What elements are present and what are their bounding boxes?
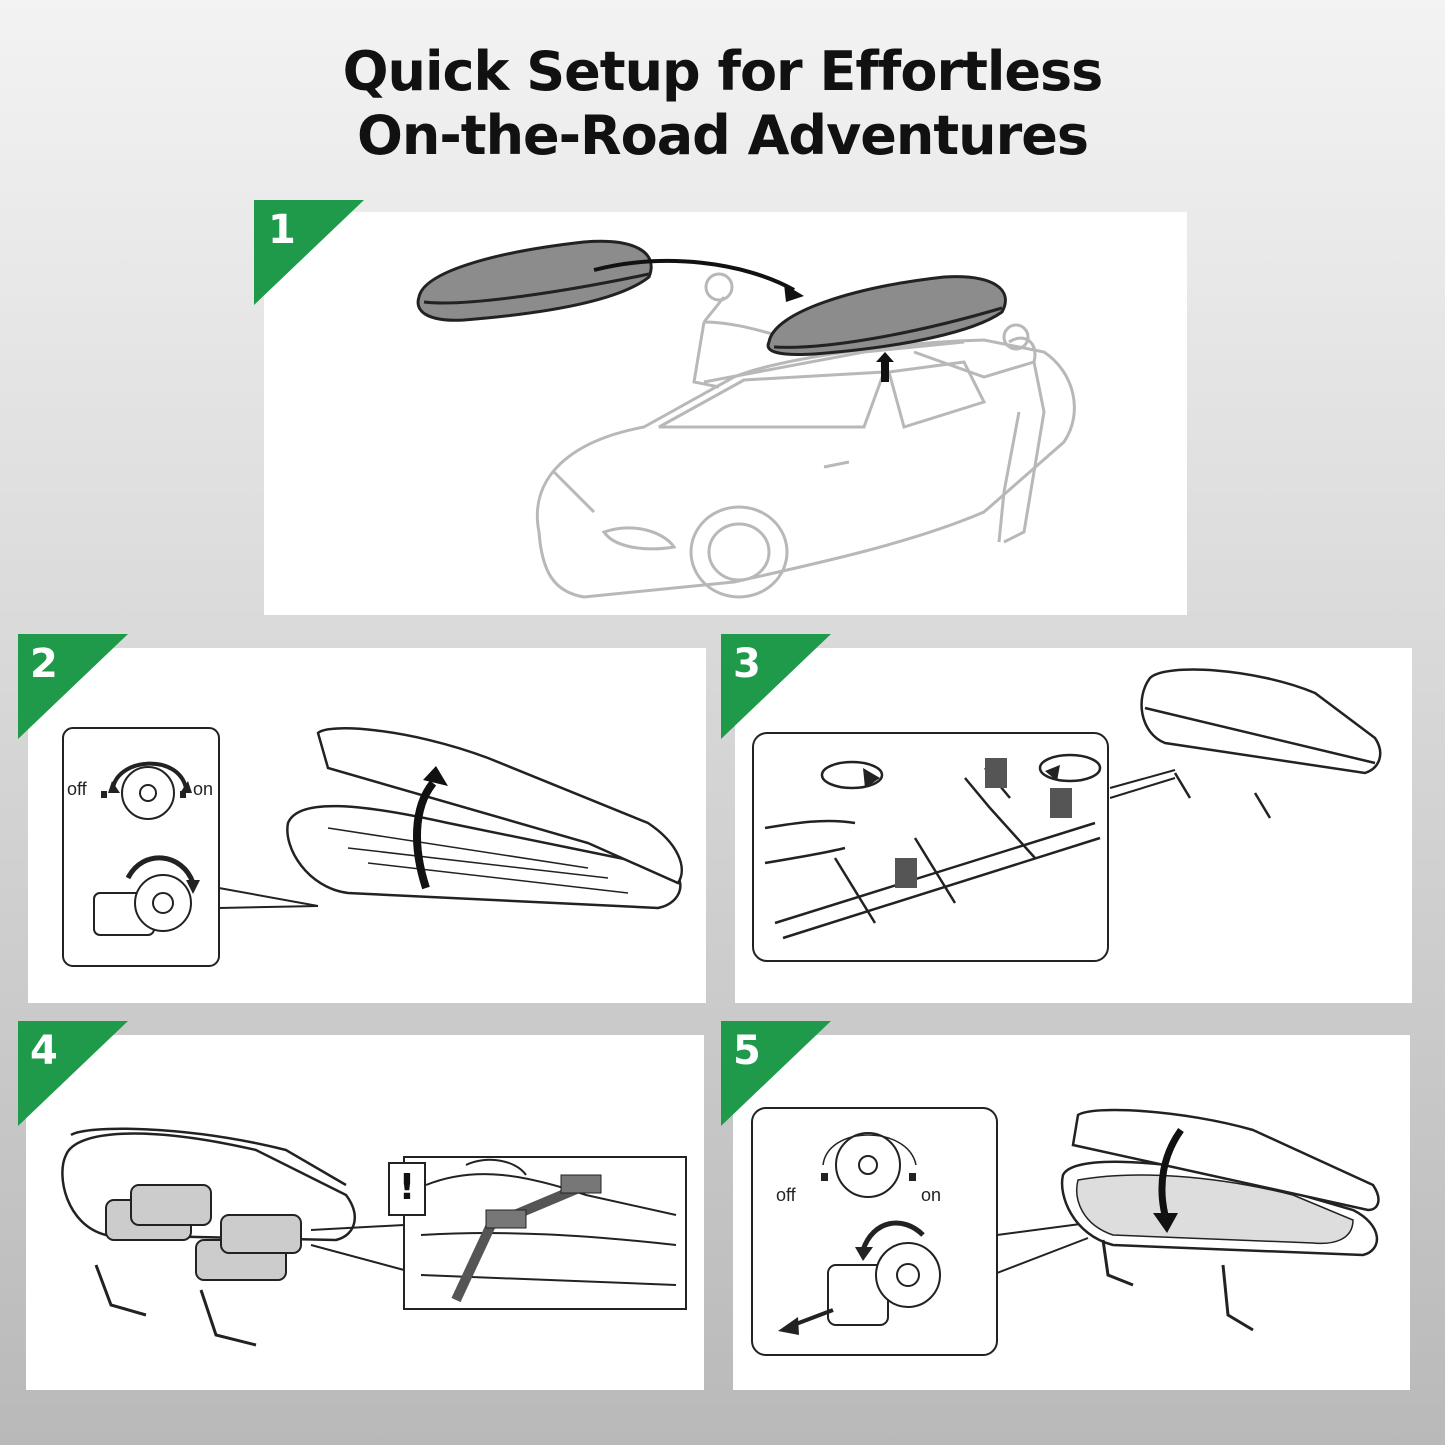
lock-on-label: on (921, 1185, 942, 1205)
lock-off-label: off (67, 779, 87, 799)
step-3-badge: 3 (721, 634, 831, 739)
step-2-illustration (62, 727, 683, 967)
step-5-illustration (751, 1107, 1380, 1356)
step-4-panel: ! (26, 1035, 704, 1390)
title-line-2: On-the-Road Adventures (357, 104, 1089, 167)
step-2-number: 2 (30, 641, 58, 687)
step-1-panel (264, 212, 1187, 615)
roof-box-right (766, 275, 1007, 356)
page-title: Quick Setup for Effortless On-the-Road A… (0, 40, 1445, 168)
lock-off-label: off (776, 1185, 796, 1205)
step-2-badge: 2 (18, 634, 128, 739)
warning-icon: ! (388, 1162, 426, 1216)
step-5-number: 5 (733, 1028, 761, 1074)
roof-box-left (416, 239, 653, 322)
lock-on-label: on (193, 779, 214, 799)
warning-mark: ! (398, 1167, 416, 1208)
step-2-panel: off on (28, 648, 706, 1003)
step-4-badge: 4 (18, 1021, 128, 1126)
step-1-number: 1 (268, 207, 296, 253)
step-3-number: 3 (733, 641, 761, 687)
step-1-illustration (416, 239, 1076, 599)
step-3-panel (735, 648, 1412, 1003)
step-3-illustration (752, 668, 1382, 962)
step-5-badge: 5 (721, 1021, 831, 1126)
step-1-badge: 1 (254, 200, 364, 305)
move-arrow (593, 258, 795, 292)
title-line-1: Quick Setup for Effortless (342, 40, 1104, 103)
step-4-illustration (61, 1127, 687, 1347)
step-5-panel: off on (733, 1035, 1410, 1390)
step-4-number: 4 (30, 1028, 58, 1074)
